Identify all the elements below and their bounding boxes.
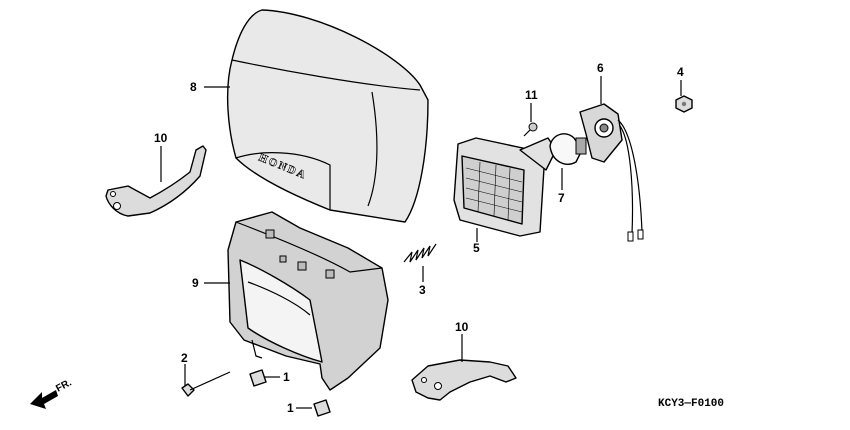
lens-pattern xyxy=(465,161,523,221)
screw-11 xyxy=(523,122,538,137)
collar-1b xyxy=(313,399,331,417)
callout-10-upper: 10 xyxy=(154,131,168,145)
adjust-spring xyxy=(403,243,437,263)
bulb-socket xyxy=(579,103,644,242)
bolt-2 xyxy=(181,371,231,397)
callout-4: 4 xyxy=(677,65,684,79)
headlight-visor: HONDA xyxy=(226,9,429,223)
callout-6: 6 xyxy=(597,61,604,75)
nut-4 xyxy=(675,95,693,113)
callout-8: 8 xyxy=(190,80,197,94)
headlight-bulb xyxy=(549,133,587,165)
stay-bracket-lower xyxy=(411,359,517,401)
callout-2: 2 xyxy=(181,351,188,365)
callout-1-upper: 1 xyxy=(283,370,290,384)
callout-3: 3 xyxy=(419,283,426,297)
callout-1-lower: 1 xyxy=(287,401,294,415)
callout-5: 5 xyxy=(473,241,480,255)
collar-1a xyxy=(249,369,267,387)
front-direction-label: FR. xyxy=(54,377,74,394)
leader-lines xyxy=(160,76,682,409)
diagram-code: KCY3—F0100 xyxy=(658,398,724,410)
headlight-case xyxy=(227,211,389,391)
headlight-unit xyxy=(453,137,557,237)
callout-9: 9 xyxy=(192,276,199,290)
callout-10-lower: 10 xyxy=(455,320,469,334)
callout-7: 7 xyxy=(558,191,565,205)
callout-11: 11 xyxy=(525,88,538,102)
front-direction-arrow: FR. xyxy=(30,377,74,409)
stay-bracket-upper xyxy=(105,145,207,217)
